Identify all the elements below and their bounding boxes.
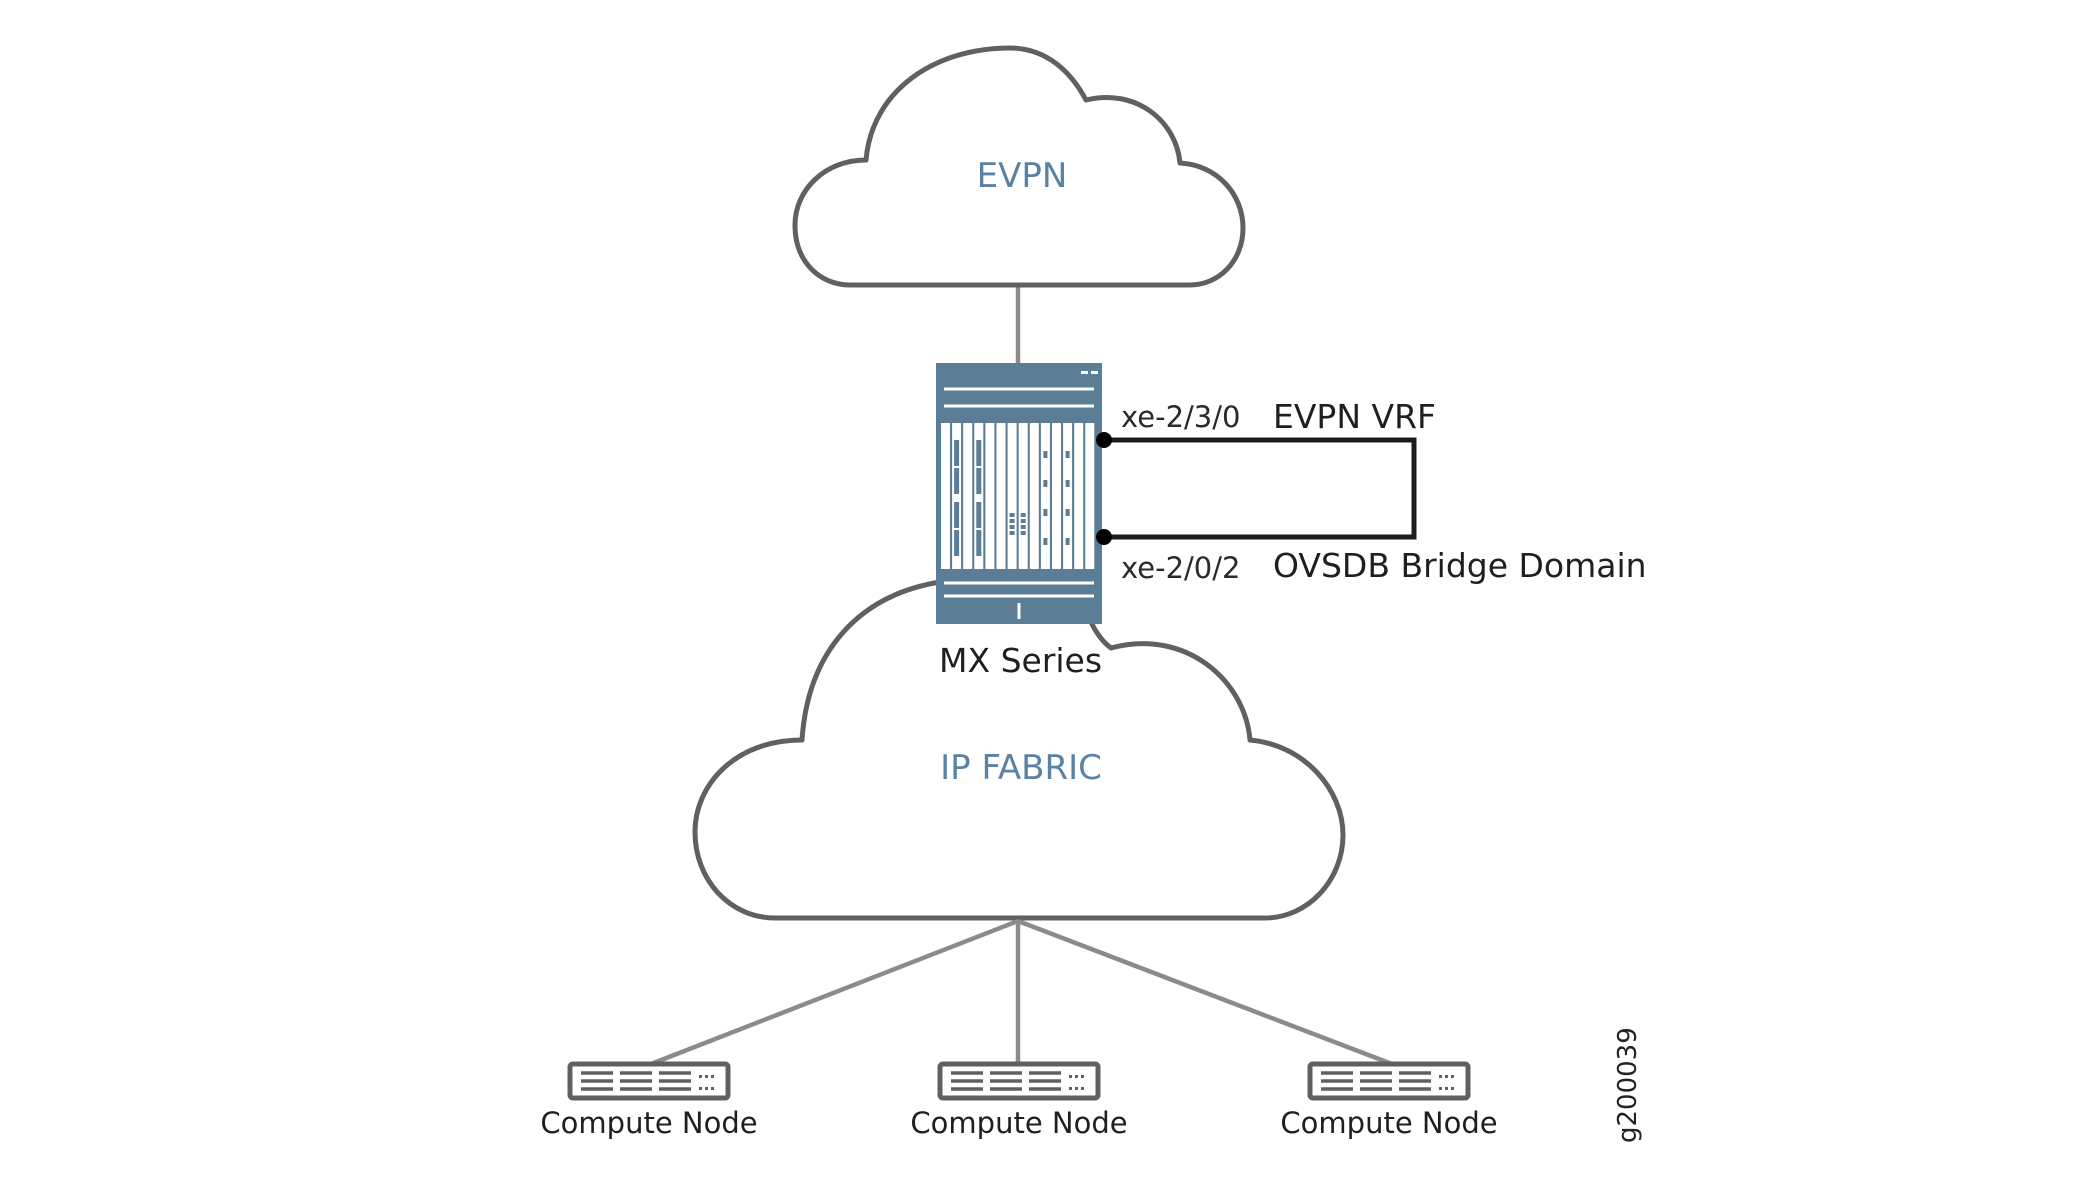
port-xe-2-0-2-dot — [1096, 529, 1112, 545]
line-card-slot — [963, 423, 973, 569]
compute-node-label: Compute Node — [910, 1106, 1127, 1140]
line-card-slot — [1063, 423, 1073, 569]
figure-id: g200039 — [1613, 1027, 1643, 1143]
line-card-slot — [1074, 423, 1084, 569]
compute-node-label: Compute Node — [1280, 1106, 1497, 1140]
line-card-slot — [974, 423, 984, 569]
port-xe-2-3-0-dot — [1096, 432, 1112, 448]
port-role-label-1: EVPN VRF — [1273, 397, 1436, 436]
line-card-slot — [1018, 423, 1028, 569]
mx-series-router — [936, 363, 1102, 624]
line-card-slot — [985, 423, 995, 569]
line-card-slot — [996, 423, 1006, 569]
router-label: MX Series — [939, 641, 1102, 680]
compute-node-3: Compute Node — [1280, 1061, 1498, 1140]
port-label-1: xe-2/3/0 — [1121, 400, 1240, 434]
port-loop-link — [1104, 437, 1417, 540]
compute-node-2: Compute Node — [910, 1061, 1128, 1140]
ip-fabric-cloud-label: IP FABRIC — [940, 748, 1102, 788]
evpn-cloud — [792, 45, 1246, 288]
line-card-slot — [1007, 423, 1017, 569]
line-card-slot — [1085, 423, 1095, 569]
fabric-node-link-3 — [1017, 918, 1393, 1067]
line-card-slot — [952, 423, 962, 569]
router-line-cards — [941, 423, 1095, 569]
line-card-slot — [1029, 423, 1039, 569]
port-label-2: xe-2/0/2 — [1121, 551, 1240, 585]
evpn-cloud-label: EVPN — [977, 156, 1068, 196]
line-card-slot — [1040, 423, 1050, 569]
line-card-slot — [1052, 423, 1061, 569]
compute-node-label: Compute Node — [540, 1106, 757, 1140]
compute-node-1: Compute Node — [540, 1061, 758, 1140]
fabric-node-link-1 — [650, 918, 1019, 1067]
line-card-slot — [941, 423, 950, 569]
port-role-label-2: OVSDB Bridge Domain — [1273, 546, 1647, 585]
